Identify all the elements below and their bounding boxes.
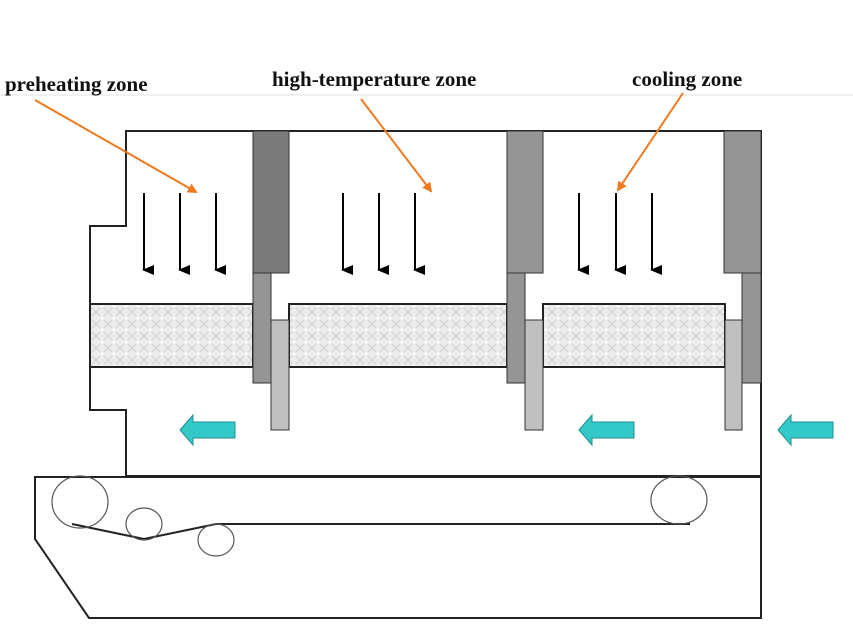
label-cooling-zone: cooling zone bbox=[632, 67, 742, 91]
gas-flow-arrow-icon bbox=[777, 413, 834, 447]
roller-tension bbox=[125, 507, 163, 541]
pointer-arrow-preheating bbox=[34, 99, 198, 193]
roller-drive bbox=[51, 475, 109, 529]
heater-band-high-temperature bbox=[288, 303, 508, 368]
gas-flow-arrow-icon bbox=[179, 413, 236, 447]
pointer-arrow-high-temperature bbox=[360, 98, 433, 193]
label-high-temperature-zone: high-temperature zone bbox=[272, 67, 476, 91]
heater-band-cooling bbox=[542, 303, 726, 368]
divider-wall-3 bbox=[723, 130, 762, 431]
downward-arrows-cooling bbox=[577, 193, 662, 275]
conveyor-frame bbox=[34, 476, 762, 619]
roller-end bbox=[650, 475, 708, 525]
label-preheating-zone: preheating zone bbox=[5, 72, 148, 96]
downward-arrows-preheating bbox=[142, 193, 226, 275]
gas-flow-arrow-icon bbox=[578, 413, 635, 447]
divider-wall-2 bbox=[506, 130, 544, 431]
downward-arrows-high-temperature bbox=[341, 193, 425, 275]
pointer-arrow-cooling bbox=[616, 92, 684, 192]
divider-wall-1 bbox=[252, 130, 290, 431]
conveyor-belt-return bbox=[71, 523, 690, 541]
roller-idler bbox=[197, 523, 235, 557]
heater-band-preheating bbox=[89, 303, 254, 368]
